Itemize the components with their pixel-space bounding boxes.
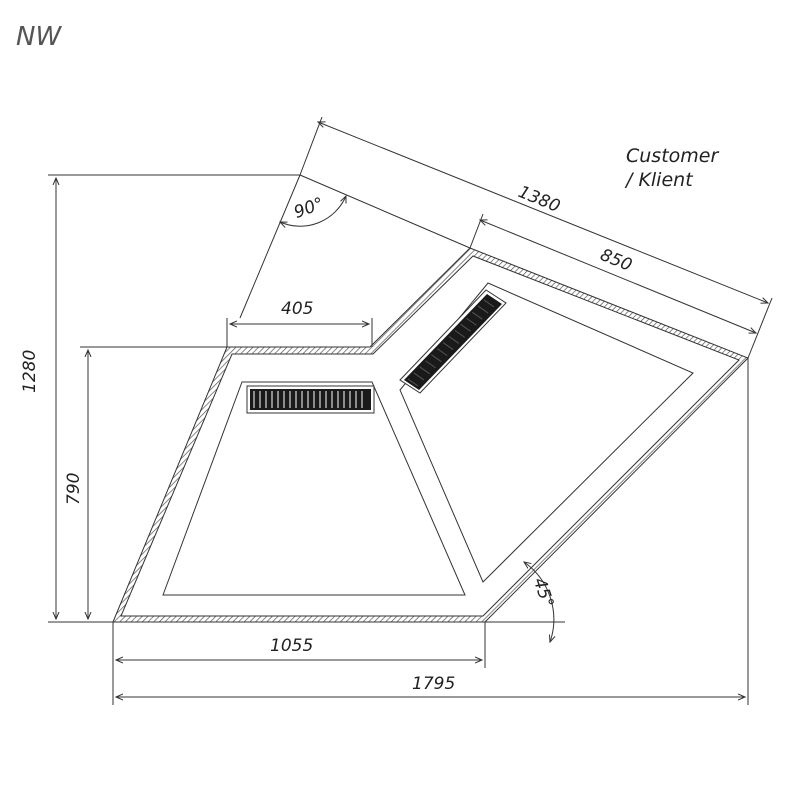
grille-slot	[425, 360, 436, 369]
left-display-well	[162, 381, 466, 596]
customer-label-line2: / Klient	[626, 169, 693, 191]
grille-slot	[448, 336, 460, 344]
dimension-inner-depth: 790	[64, 472, 84, 505]
dimension-total-depth: 1280	[20, 349, 40, 393]
grille-slot	[413, 372, 425, 381]
grille-slot	[454, 329, 466, 338]
dimension-total-width: 1795	[412, 674, 456, 694]
grille-slot	[407, 378, 419, 387]
dimension-top-straight: 405	[281, 299, 314, 319]
grille-slot	[436, 348, 448, 357]
customer-label-line1: Customer	[626, 145, 719, 167]
grille-slot	[466, 317, 477, 326]
dimension-lines	[48, 116, 773, 705]
dimension-front-width: 1055	[270, 636, 314, 656]
grille-slot	[431, 354, 442, 363]
grille-slot	[419, 366, 430, 375]
grille-slot	[460, 323, 471, 332]
page-title: NW	[16, 22, 62, 52]
left-grille-vent	[246, 385, 375, 414]
grille-slot	[442, 342, 454, 350]
